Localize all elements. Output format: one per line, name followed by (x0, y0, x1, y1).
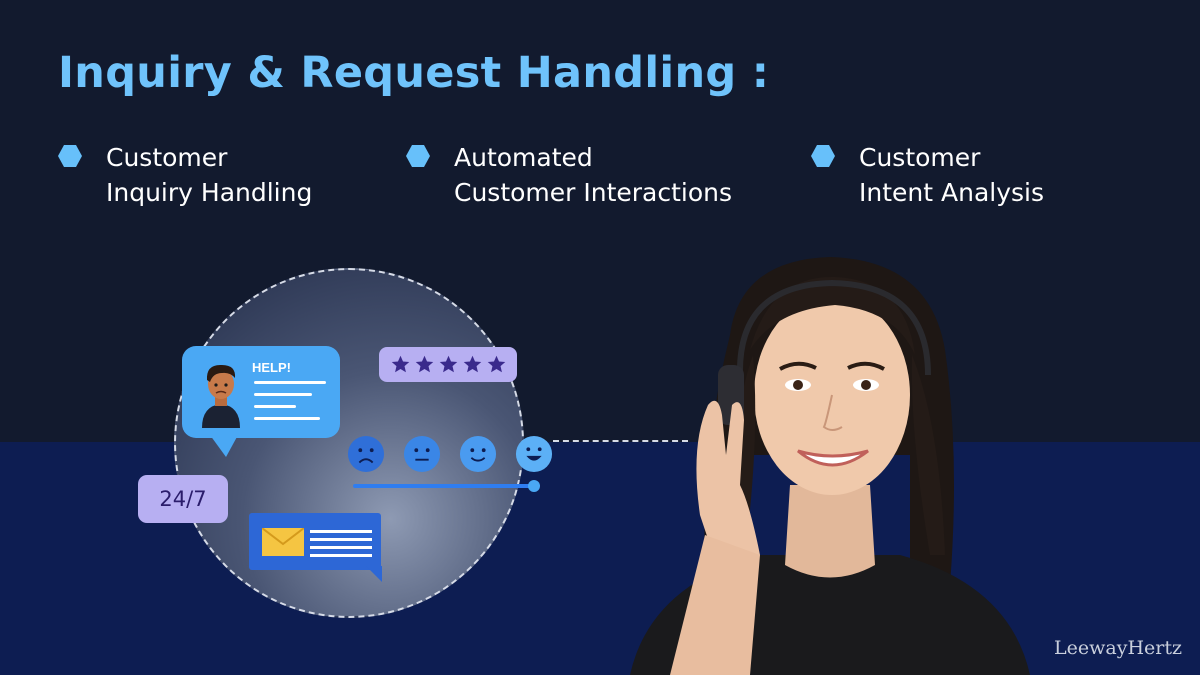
satisfaction-slider-track (353, 484, 539, 488)
customer-avatar-icon (202, 364, 240, 428)
email-text-line (310, 538, 372, 541)
hexagon-bullet-icon (811, 145, 835, 167)
satisfaction-slider-knob (528, 480, 540, 492)
bullet-text: Automated Customer Interactions (454, 140, 732, 210)
help-text-line (254, 393, 312, 396)
star-icon (463, 355, 482, 373)
brand-watermark: LeewayHertz (1054, 637, 1182, 659)
star-icon (391, 355, 410, 373)
help-text-line (254, 417, 320, 420)
sad-face-icon (347, 435, 385, 473)
support-agent-photo (630, 257, 1030, 675)
email-box-tail (366, 566, 382, 582)
email-text-line (310, 530, 372, 533)
bullet-line-2: Inquiry Handling (106, 178, 313, 207)
bullet-line-1: Customer (106, 143, 228, 172)
connector-dashed-line (553, 440, 688, 442)
email-text-line (310, 546, 372, 549)
smile-face-icon (459, 435, 497, 473)
star-icon (439, 355, 458, 373)
bullet-line-1: Automated (454, 143, 593, 172)
page-title: Inquiry & Request Handling : (58, 48, 770, 98)
bullet-text: Customer Inquiry Handling (106, 140, 312, 210)
email-text-line (310, 554, 372, 557)
bullet-line-2: Intent Analysis (859, 178, 1044, 207)
help-text-line (254, 405, 296, 408)
bullet-line-2: Customer Interactions (454, 178, 733, 207)
bullet-text: Customer Intent Analysis (859, 140, 1044, 210)
star-icon (415, 355, 434, 373)
availability-badge: 24/7 (138, 475, 228, 523)
help-text-line (254, 381, 326, 384)
hexagon-bullet-icon (406, 145, 430, 167)
bullet-line-1: Customer (859, 143, 981, 172)
help-bubble-tail (210, 435, 238, 457)
neutral-face-icon (403, 435, 441, 473)
star-icon (487, 355, 506, 373)
happy-face-icon (515, 435, 553, 473)
help-label: HELP! (252, 360, 291, 375)
hexagon-bullet-icon (58, 145, 82, 167)
envelope-icon (262, 528, 304, 556)
